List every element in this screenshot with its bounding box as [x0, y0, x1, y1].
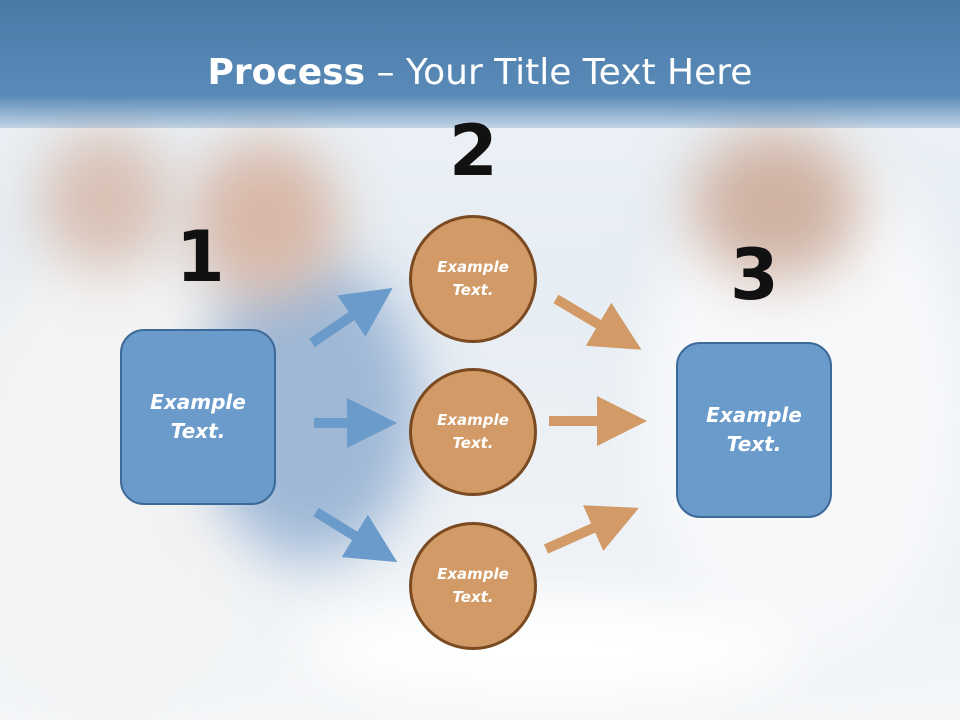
background-table [300, 600, 800, 700]
arrow-1-to-top [309, 287, 393, 348]
title-rest: – Your Title Text Here [365, 52, 753, 93]
step-3-box: Example Text. [676, 342, 832, 518]
background-figure-doctor-face [690, 130, 860, 280]
step-1-number: 1 [176, 216, 225, 298]
step-2-circle-middle: Example Text. [409, 368, 537, 496]
step-2-circle-top: Example Text. [409, 215, 537, 343]
title-bold: Process [207, 52, 366, 93]
background-figure-face-2 [40, 130, 170, 270]
slide-title: Process – Your Title Text Here [0, 52, 960, 93]
arrow-1-to-bottom [313, 507, 398, 563]
step-2-number: 2 [449, 110, 498, 192]
arrow-top-to-3 [553, 294, 642, 350]
step-1-box: Example Text. [120, 329, 276, 505]
step-3-number: 3 [730, 234, 779, 316]
step-2-circle-bottom: Example Text. [409, 522, 537, 650]
arrow-bottom-to-3 [543, 505, 639, 554]
background-figure-face [190, 140, 340, 300]
title-bar [0, 0, 960, 128]
